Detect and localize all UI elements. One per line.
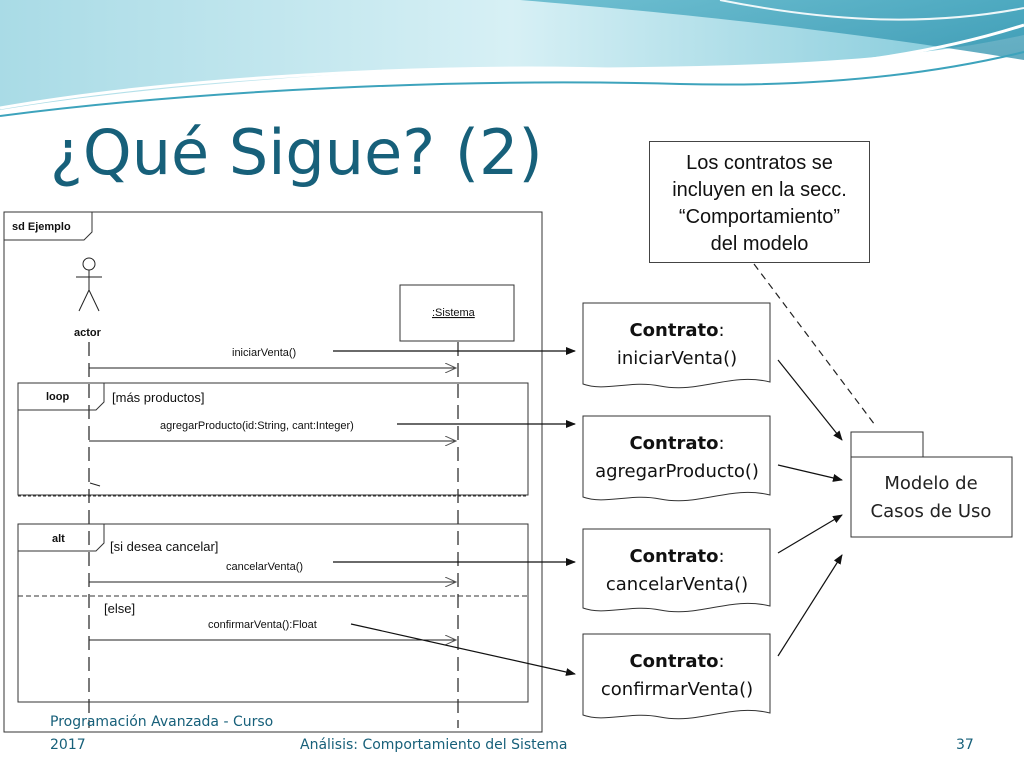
sequence-diagram: sd Ejemplo actor :Sistema iniciarVenta()…: [3, 211, 543, 733]
message-to-contract-arrows: [333, 347, 576, 676]
alt-guard-cancel: [si desea cancelar]: [110, 539, 218, 554]
contract-doc-4: [582, 633, 771, 720]
contract-doc-1: [582, 302, 771, 389]
note-line-4: del modelo: [710, 233, 809, 255]
contract-to-package-arrows: [777, 359, 843, 657]
contract-colon: :: [718, 433, 725, 454]
contract-cancelar-venta: Contrato: cancelarVenta(): [583, 531, 771, 611]
contract-name: iniciarVenta(): [616, 348, 738, 369]
package-line-2: Casos de Uso: [870, 501, 992, 522]
alt-label: alt: [52, 533, 65, 545]
slide-title: ¿Qué Sigue? (2): [50, 116, 543, 189]
package-line-1: Modelo de: [884, 473, 978, 494]
contract-prefix: Contrato: [629, 651, 719, 672]
contract-prefix: Contrato: [629, 546, 719, 567]
loop-guard: [más productos]: [112, 390, 205, 405]
contract-colon: :: [718, 546, 725, 567]
contract-prefix: Contrato: [629, 320, 719, 341]
loop-fragment: [17, 382, 529, 496]
package-body: [850, 456, 1013, 538]
message-cancelar-venta: cancelarVenta(): [226, 561, 303, 573]
note-line-1: Los contratos se: [686, 152, 833, 174]
sd-frame-tab: [4, 211, 93, 241]
footer-year: 2017: [50, 737, 86, 753]
return-tick: [89, 482, 101, 487]
note-line-2: incluyen en la secc.: [672, 179, 847, 201]
note-line-3: “Comportamiento”: [678, 206, 841, 228]
message-iniciar-venta: iniciarVenta(): [232, 347, 296, 359]
contract-colon: :: [718, 651, 725, 672]
message-agregar-producto: agregarProducto(id:String, cant:Integer): [160, 420, 354, 432]
contract-name: confirmarVenta(): [600, 679, 754, 700]
header-banner: [0, 0, 1024, 117]
footer-section: Análisis: Comportamiento del Sistema: [300, 737, 568, 753]
package-label: Modelo de Casos de Uso: [850, 470, 1012, 526]
actor-figure-icon: [76, 257, 102, 312]
sd-frame-label: sd Ejemplo: [12, 221, 71, 233]
arrow-doc3-pkg: [777, 514, 843, 554]
message-confirmar-venta: confirmarVenta():Float: [208, 619, 317, 631]
footer-page-number: 37: [956, 737, 974, 753]
arrow-confirmar: [350, 623, 576, 676]
arrow-doc1-pkg: [777, 359, 843, 441]
package-tab: [850, 431, 924, 458]
actor-label: actor: [74, 327, 102, 339]
contract-doc-shapes: [582, 302, 771, 720]
contract-prefix: Contrato: [629, 433, 719, 454]
arrow-doc4-pkg: [777, 554, 843, 657]
package-shape: [850, 431, 1013, 538]
contract-colon: :: [718, 320, 725, 341]
contract-doc-3: [582, 528, 771, 613]
footer-course: Programación Avanzada - Curso: [50, 714, 274, 730]
loop-label: loop: [46, 391, 69, 403]
arrow-doc2-pkg: [777, 464, 843, 482]
contract-name: cancelarVenta(): [605, 574, 749, 595]
contract-confirmar-venta: Contrato: confirmarVenta(): [583, 636, 771, 716]
contract-doc-2: [582, 415, 771, 502]
note-contracts: Los contratos se incluyen en la secc. “C…: [649, 141, 870, 263]
note-connector: [753, 263, 876, 426]
contract-name: agregarProducto(): [595, 461, 759, 482]
contract-iniciar-venta: Contrato: iniciarVenta(): [583, 305, 771, 385]
contract-agregar-producto: Contrato: agregarProducto(): [583, 418, 771, 498]
alt-guard-else: [else]: [104, 601, 135, 616]
loop-fragment-tab: [18, 382, 105, 411]
system-label: :Sistema: [432, 307, 476, 319]
system-lifeline-box: [399, 284, 515, 342]
alt-fragment-tab: [18, 523, 105, 552]
